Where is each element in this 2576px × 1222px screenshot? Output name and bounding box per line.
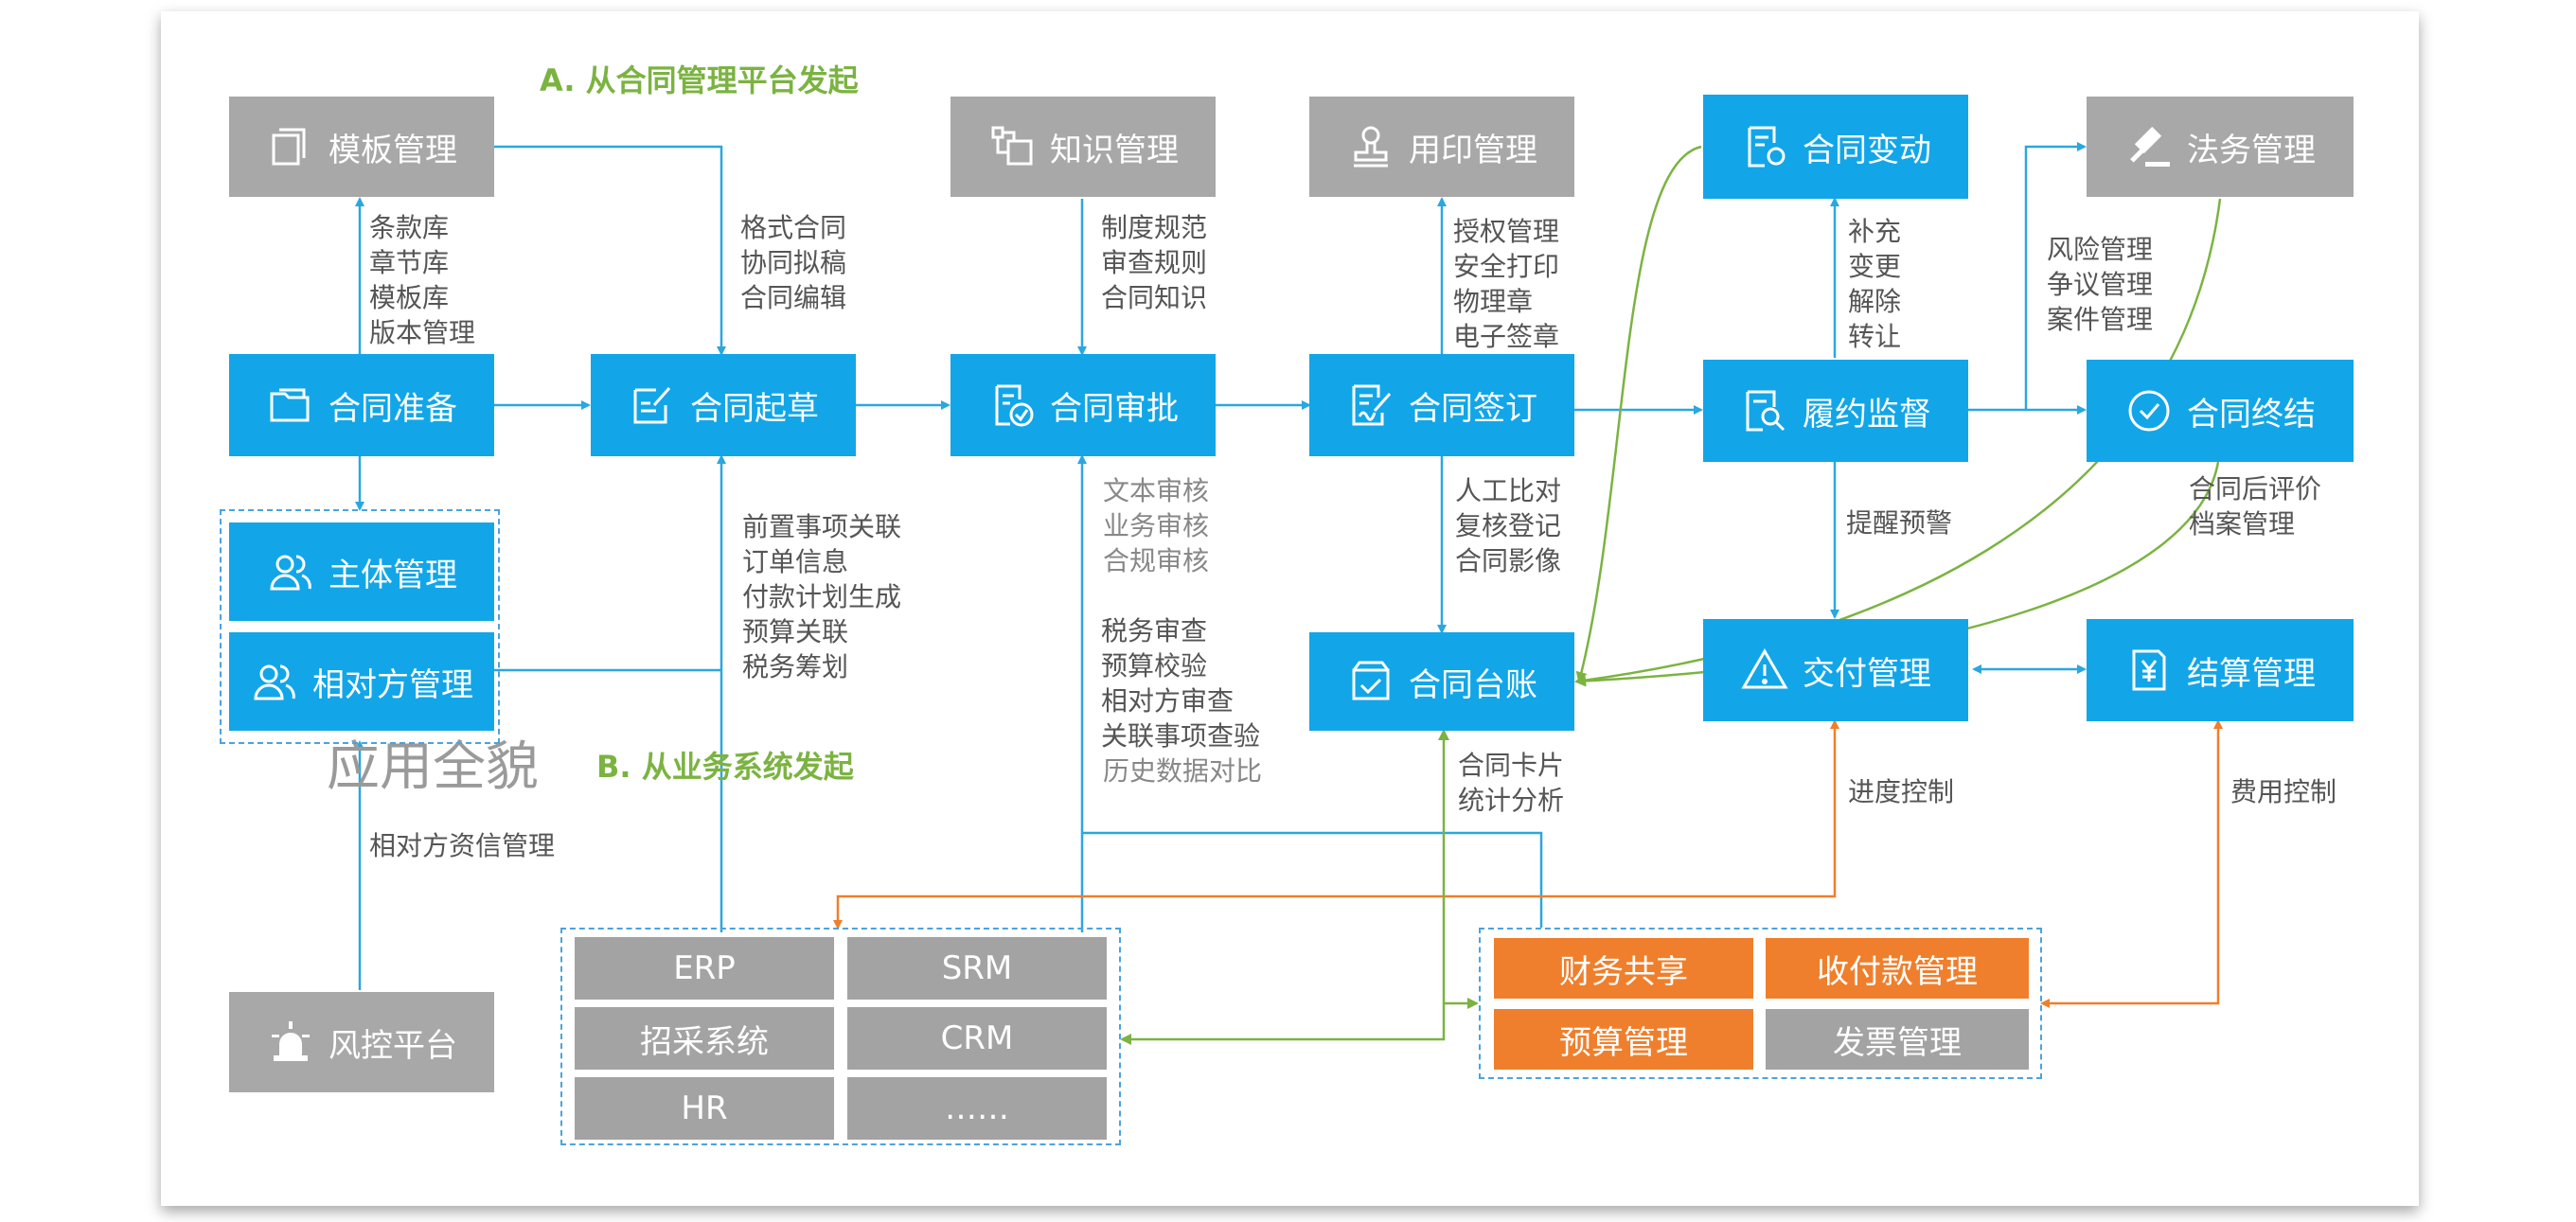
warning-icon bbox=[1740, 646, 1789, 695]
entity-mgmt-node[interactable]: 主体管理 bbox=[229, 522, 494, 621]
contract-prep-label: 合同准备 bbox=[329, 389, 457, 428]
note-legal: 风险管理争议管理案件管理 bbox=[2047, 234, 2154, 335]
finance-system-shared[interactable]: 财务共享 bbox=[1494, 938, 1753, 999]
knowledge-mgmt-node[interactable]: 知识管理 bbox=[950, 97, 1216, 197]
curve-legal-to-ledger bbox=[1574, 198, 2222, 686]
contract-close-label: 合同终结 bbox=[2187, 395, 2316, 434]
search-doc-icon bbox=[1740, 386, 1789, 435]
copy-icon bbox=[266, 122, 315, 171]
contract-change-label: 合同变动 bbox=[1803, 131, 1931, 169]
counterparty-mgmt-node[interactable]: 相对方管理 bbox=[229, 632, 494, 731]
contract-close-node[interactable]: 合同终结 bbox=[2087, 360, 2354, 462]
note-sign: 人工比对复核登记合同影像 bbox=[1455, 475, 1562, 576]
counterparty-mgmt-label: 相对方管理 bbox=[312, 665, 473, 704]
contract-approval-node[interactable]: 合同审批 bbox=[950, 354, 1216, 456]
yuan-doc-icon bbox=[2124, 646, 2174, 695]
note-credit: 相对方资信管理 bbox=[369, 830, 556, 861]
gavel-icon bbox=[2124, 122, 2174, 171]
note-template: 条款库章节库模板库版本管理 bbox=[369, 212, 476, 348]
legal-mgmt-node[interactable]: 法务管理 bbox=[2087, 97, 2354, 197]
users-icon bbox=[266, 547, 315, 596]
legal-mgmt-label: 法务管理 bbox=[2187, 131, 2316, 169]
seal-mgmt-node[interactable]: 用印管理 bbox=[1309, 97, 1574, 197]
entity-group-box bbox=[220, 509, 500, 744]
business-system-more[interactable]: …… bbox=[847, 1077, 1107, 1140]
business-system-hr[interactable]: HR bbox=[575, 1077, 834, 1140]
contract-ledger-label: 合同台账 bbox=[1409, 665, 1537, 704]
business-system-srm[interactable]: SRM bbox=[847, 937, 1107, 1000]
note-ledger: 合同卡片统计分析 bbox=[1458, 750, 1565, 816]
users-icon bbox=[250, 657, 299, 706]
note-alert: 提醒预警 bbox=[1846, 507, 1953, 539]
check-box-icon bbox=[1346, 657, 1395, 706]
contract-sign-node[interactable]: 合同签订 bbox=[1309, 354, 1574, 456]
contract-draft-label: 合同起草 bbox=[690, 389, 819, 428]
contract-ledger-node[interactable]: 合同台账 bbox=[1309, 632, 1574, 731]
contract-draft-node[interactable]: 合同起草 bbox=[591, 354, 856, 456]
delivery-mgmt-label: 交付管理 bbox=[1803, 654, 1931, 693]
stamp-icon bbox=[1346, 122, 1395, 171]
line-finance-to-approval bbox=[1082, 831, 1543, 928]
delivery-mgmt-node[interactable]: 交付管理 bbox=[1703, 619, 1968, 721]
note-approval-a: 文本审核业务审核合规审核 bbox=[1103, 475, 1210, 576]
note-seal: 授权管理安全打印物理章电子签章 bbox=[1453, 216, 1560, 352]
doc-refresh-icon bbox=[1740, 122, 1789, 171]
business-systems-box bbox=[560, 928, 1121, 1145]
template-mgmt-label: 模板管理 bbox=[329, 131, 457, 169]
note-progress: 进度控制 bbox=[1848, 776, 1955, 807]
business-system-erp[interactable]: ERP bbox=[575, 937, 834, 1000]
curve-change-to-ledger bbox=[1575, 145, 1702, 683]
contract-approval-label: 合同审批 bbox=[1050, 389, 1179, 428]
arrow-monitor-to-legal bbox=[2024, 142, 2087, 410]
entity-mgmt-label: 主体管理 bbox=[329, 556, 457, 594]
sign-doc-icon bbox=[1346, 381, 1395, 430]
performance-monitor-label: 履约监督 bbox=[1803, 395, 1931, 434]
heading-a: A. 从合同管理平台发起 bbox=[540, 62, 859, 98]
note-change: 补充变更解除转让 bbox=[1848, 216, 1902, 352]
finance-system-invoice[interactable]: 发票管理 bbox=[1766, 1009, 2029, 1070]
finance-system-budget[interactable]: 预算管理 bbox=[1494, 1009, 1753, 1070]
note-knowledge: 制度规范审查规则合同知识 bbox=[1101, 212, 1208, 313]
approve-doc-icon bbox=[987, 381, 1037, 430]
note-draft-bottom: 前置事项关联订单信息付款计划生成预算关联税务筹划 bbox=[742, 511, 902, 682]
business-system-procurement[interactable]: 招采系统 bbox=[575, 1007, 834, 1070]
heading-b: B. 从业务系统发起 bbox=[596, 749, 854, 785]
note-draft-top: 格式合同协同拟稿合同编辑 bbox=[740, 212, 847, 313]
note-approval-b: 税务审查预算校验相对方审查关联事项查验 bbox=[1101, 615, 1261, 752]
arrow-delivery-progress bbox=[833, 719, 1839, 930]
risk-platform-node[interactable]: 风控平台 bbox=[229, 992, 494, 1092]
contract-sign-label: 合同签订 bbox=[1409, 389, 1537, 428]
finance-system-payments[interactable]: 收付款管理 bbox=[1766, 938, 2029, 999]
edit-doc-icon bbox=[628, 381, 677, 430]
knowledge-mgmt-label: 知识管理 bbox=[1050, 131, 1179, 169]
arrow-template-to-draft bbox=[494, 145, 726, 356]
template-mgmt-node[interactable]: 模板管理 bbox=[229, 97, 494, 197]
arrow-settlement-fee bbox=[2040, 719, 2223, 1008]
check-circle-icon bbox=[2124, 386, 2174, 435]
finance-systems-box bbox=[1479, 928, 2042, 1079]
note-fee: 费用控制 bbox=[2230, 776, 2337, 807]
performance-monitor-node[interactable]: 履约监督 bbox=[1703, 360, 1968, 462]
watermark-text: 应用全貌 bbox=[327, 736, 539, 798]
note-close: 合同后评价档案管理 bbox=[2189, 473, 2322, 540]
contract-prep-node[interactable]: 合同准备 bbox=[229, 354, 494, 456]
arrow-ledger-systems bbox=[1120, 729, 1449, 1045]
settlement-mgmt-label: 结算管理 bbox=[2187, 654, 2316, 693]
risk-platform-label: 风控平台 bbox=[329, 1026, 457, 1065]
alarm-icon bbox=[266, 1018, 315, 1067]
contract-change-node[interactable]: 合同变动 bbox=[1703, 95, 1968, 199]
folder-icon bbox=[266, 381, 315, 430]
seal-mgmt-label: 用印管理 bbox=[1409, 131, 1537, 169]
note-approval-c: 历史数据对比 bbox=[1103, 755, 1263, 787]
network-icon bbox=[987, 122, 1037, 171]
settlement-mgmt-node[interactable]: 结算管理 bbox=[2087, 619, 2354, 721]
business-system-crm[interactable]: CRM bbox=[847, 1007, 1107, 1070]
